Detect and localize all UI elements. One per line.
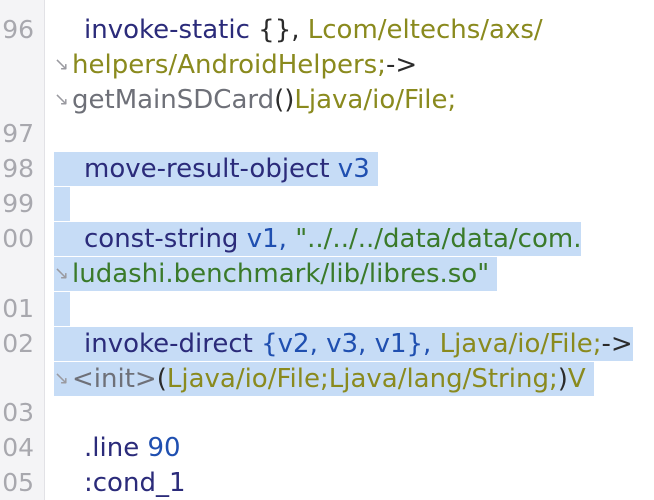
method-name: <init> — [72, 364, 157, 394]
register-list: {v2, v3, v1}, — [252, 329, 440, 359]
line-number: 02 — [2, 329, 34, 358]
code-line-wrap-selected[interactable]: ↘<init>(Ljava/io/File;Ljava/lang/String;… — [54, 362, 594, 396]
type-descriptor: Lcom/eltechs/axs/ — [307, 15, 543, 45]
method-name: getMainSDCard — [72, 85, 275, 115]
selection-blank-line — [54, 187, 70, 221]
code-line-wrap[interactable]: ↘getMainSDCard()Ljava/io/File; — [54, 85, 457, 115]
opcode: const-string — [84, 224, 239, 254]
directive: .line — [84, 433, 140, 463]
code-line[interactable]: :cond_1 — [54, 466, 186, 500]
line-number: 03 — [2, 398, 34, 427]
line-number: 00 — [2, 224, 34, 253]
soft-wrap-arrow-icon: ↘ — [54, 368, 70, 389]
code-line[interactable]: .line 90 — [54, 431, 181, 465]
line-number: 96 — [2, 15, 34, 44]
selection-blank-line — [54, 292, 70, 326]
type-descriptor: Ljava/io/File; — [439, 329, 602, 359]
line-number: 97 — [2, 119, 34, 148]
code-line[interactable]: invoke-static {}, Lcom/eltechs/axs/ — [84, 15, 543, 45]
label: :cond_1 — [84, 468, 186, 498]
line-number: 99 — [2, 189, 34, 218]
soft-wrap-arrow-icon: ↘ — [54, 89, 70, 110]
line-number: 01 — [2, 294, 34, 323]
code-line-selected[interactable]: invoke-direct {v2, v3, v1}, Ljava/io/Fil… — [54, 327, 633, 361]
soft-wrap-arrow-icon: ↘ — [54, 54, 70, 75]
opcode: invoke-static — [84, 15, 250, 45]
string-literal: "../../../data/data/com. — [295, 224, 582, 254]
line-number: 98 — [2, 154, 34, 183]
soft-wrap-arrow-icon: ↘ — [54, 263, 70, 284]
line-number-gutter: 96 97 98 99 00 01 02 03 04 05 — [0, 0, 45, 500]
opcode: move-result-object — [84, 154, 330, 184]
code-line-selected[interactable]: const-string v1, "../../../data/data/com… — [54, 222, 582, 256]
number: 90 — [139, 433, 181, 463]
register: v3 — [329, 154, 370, 184]
line-number: 04 — [2, 433, 34, 462]
opcode: invoke-direct — [84, 329, 253, 359]
code-line-wrap[interactable]: ↘helpers/AndroidHelpers;-> — [54, 50, 418, 80]
code-line-wrap-selected[interactable]: ↘ludashi.benchmark/lib/libres.so" — [54, 257, 498, 291]
code-line-selected[interactable]: move-result-object v3 — [54, 152, 379, 186]
register: v1, — [238, 224, 296, 254]
line-number: 05 — [2, 468, 34, 497]
